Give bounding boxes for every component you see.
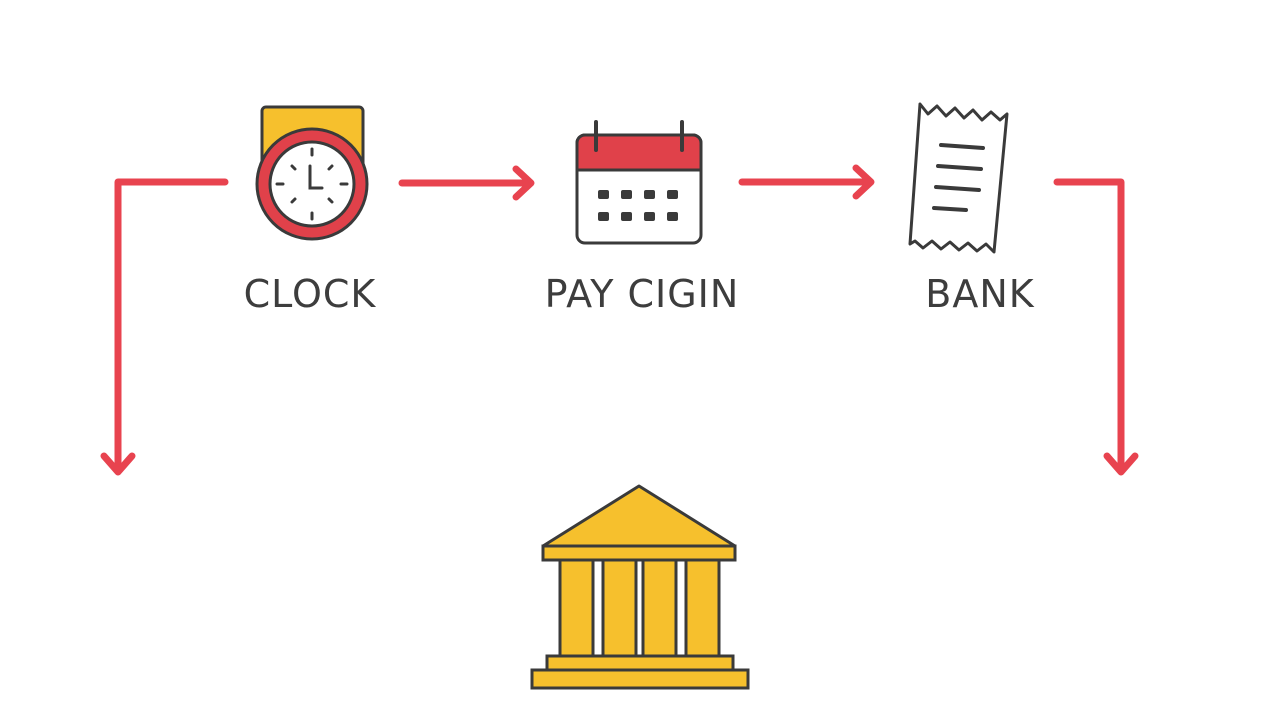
node-label-pay: PAY CIGIN [544,272,740,316]
arrow-calendar-to-receipt [738,164,875,200]
arrow-right-down [1053,178,1139,476]
calendar-icon [575,120,703,245]
arrow-clock-to-calendar [398,165,535,201]
node-label-clock: CLOCK [243,272,377,316]
clock-icon [255,105,369,241]
bank-building-icon [530,484,750,690]
arrow-left-down [100,178,229,476]
receipt-icon [908,102,1009,254]
node-label-bank: BANK [925,272,1035,316]
